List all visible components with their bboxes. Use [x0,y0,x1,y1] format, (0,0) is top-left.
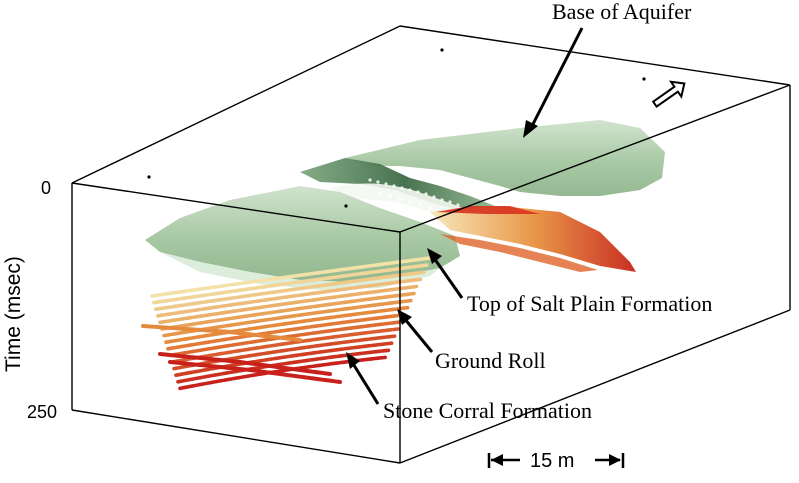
reflector-band [152,263,429,305]
reflector-band [178,355,387,391]
grid-dots [147,48,646,208]
reflector-band [158,284,419,325]
label-arrows [346,27,584,405]
salt-plain-reflector [430,206,636,272]
label-top-of-salt-plain: Top of Salt Plain Formation [467,291,712,316]
reflector-band [168,360,342,384]
reflector-band [154,270,426,311]
north-arrow-icon [651,80,686,108]
reflector-band [150,256,432,298]
axis-tick-250: 250 [27,402,57,422]
box-front-edges [71,84,791,464]
label-base-of-aquifer: Base of Aquifer [552,0,692,24]
reflector-stack [141,256,432,391]
reflector-band [166,313,407,351]
reflector-band [164,305,410,344]
reflector-band [158,352,332,376]
scale-bar: 15 m [487,450,625,472]
reflector-band [141,324,302,342]
surface-dots [368,178,460,210]
reflector-band [174,341,394,377]
reflector-band [176,348,391,384]
label-stone-corral: Stone Corral Formation [383,398,592,423]
scale-bar-label: 15 m [530,450,574,472]
axis-tick-0: 0 [41,178,51,198]
box-back-edges [71,25,791,184]
reflector-band [160,291,416,331]
label-ground-roll: Ground Roll [435,348,546,373]
axis-title: Time (msec) [2,256,25,372]
reflector-band [156,277,423,318]
